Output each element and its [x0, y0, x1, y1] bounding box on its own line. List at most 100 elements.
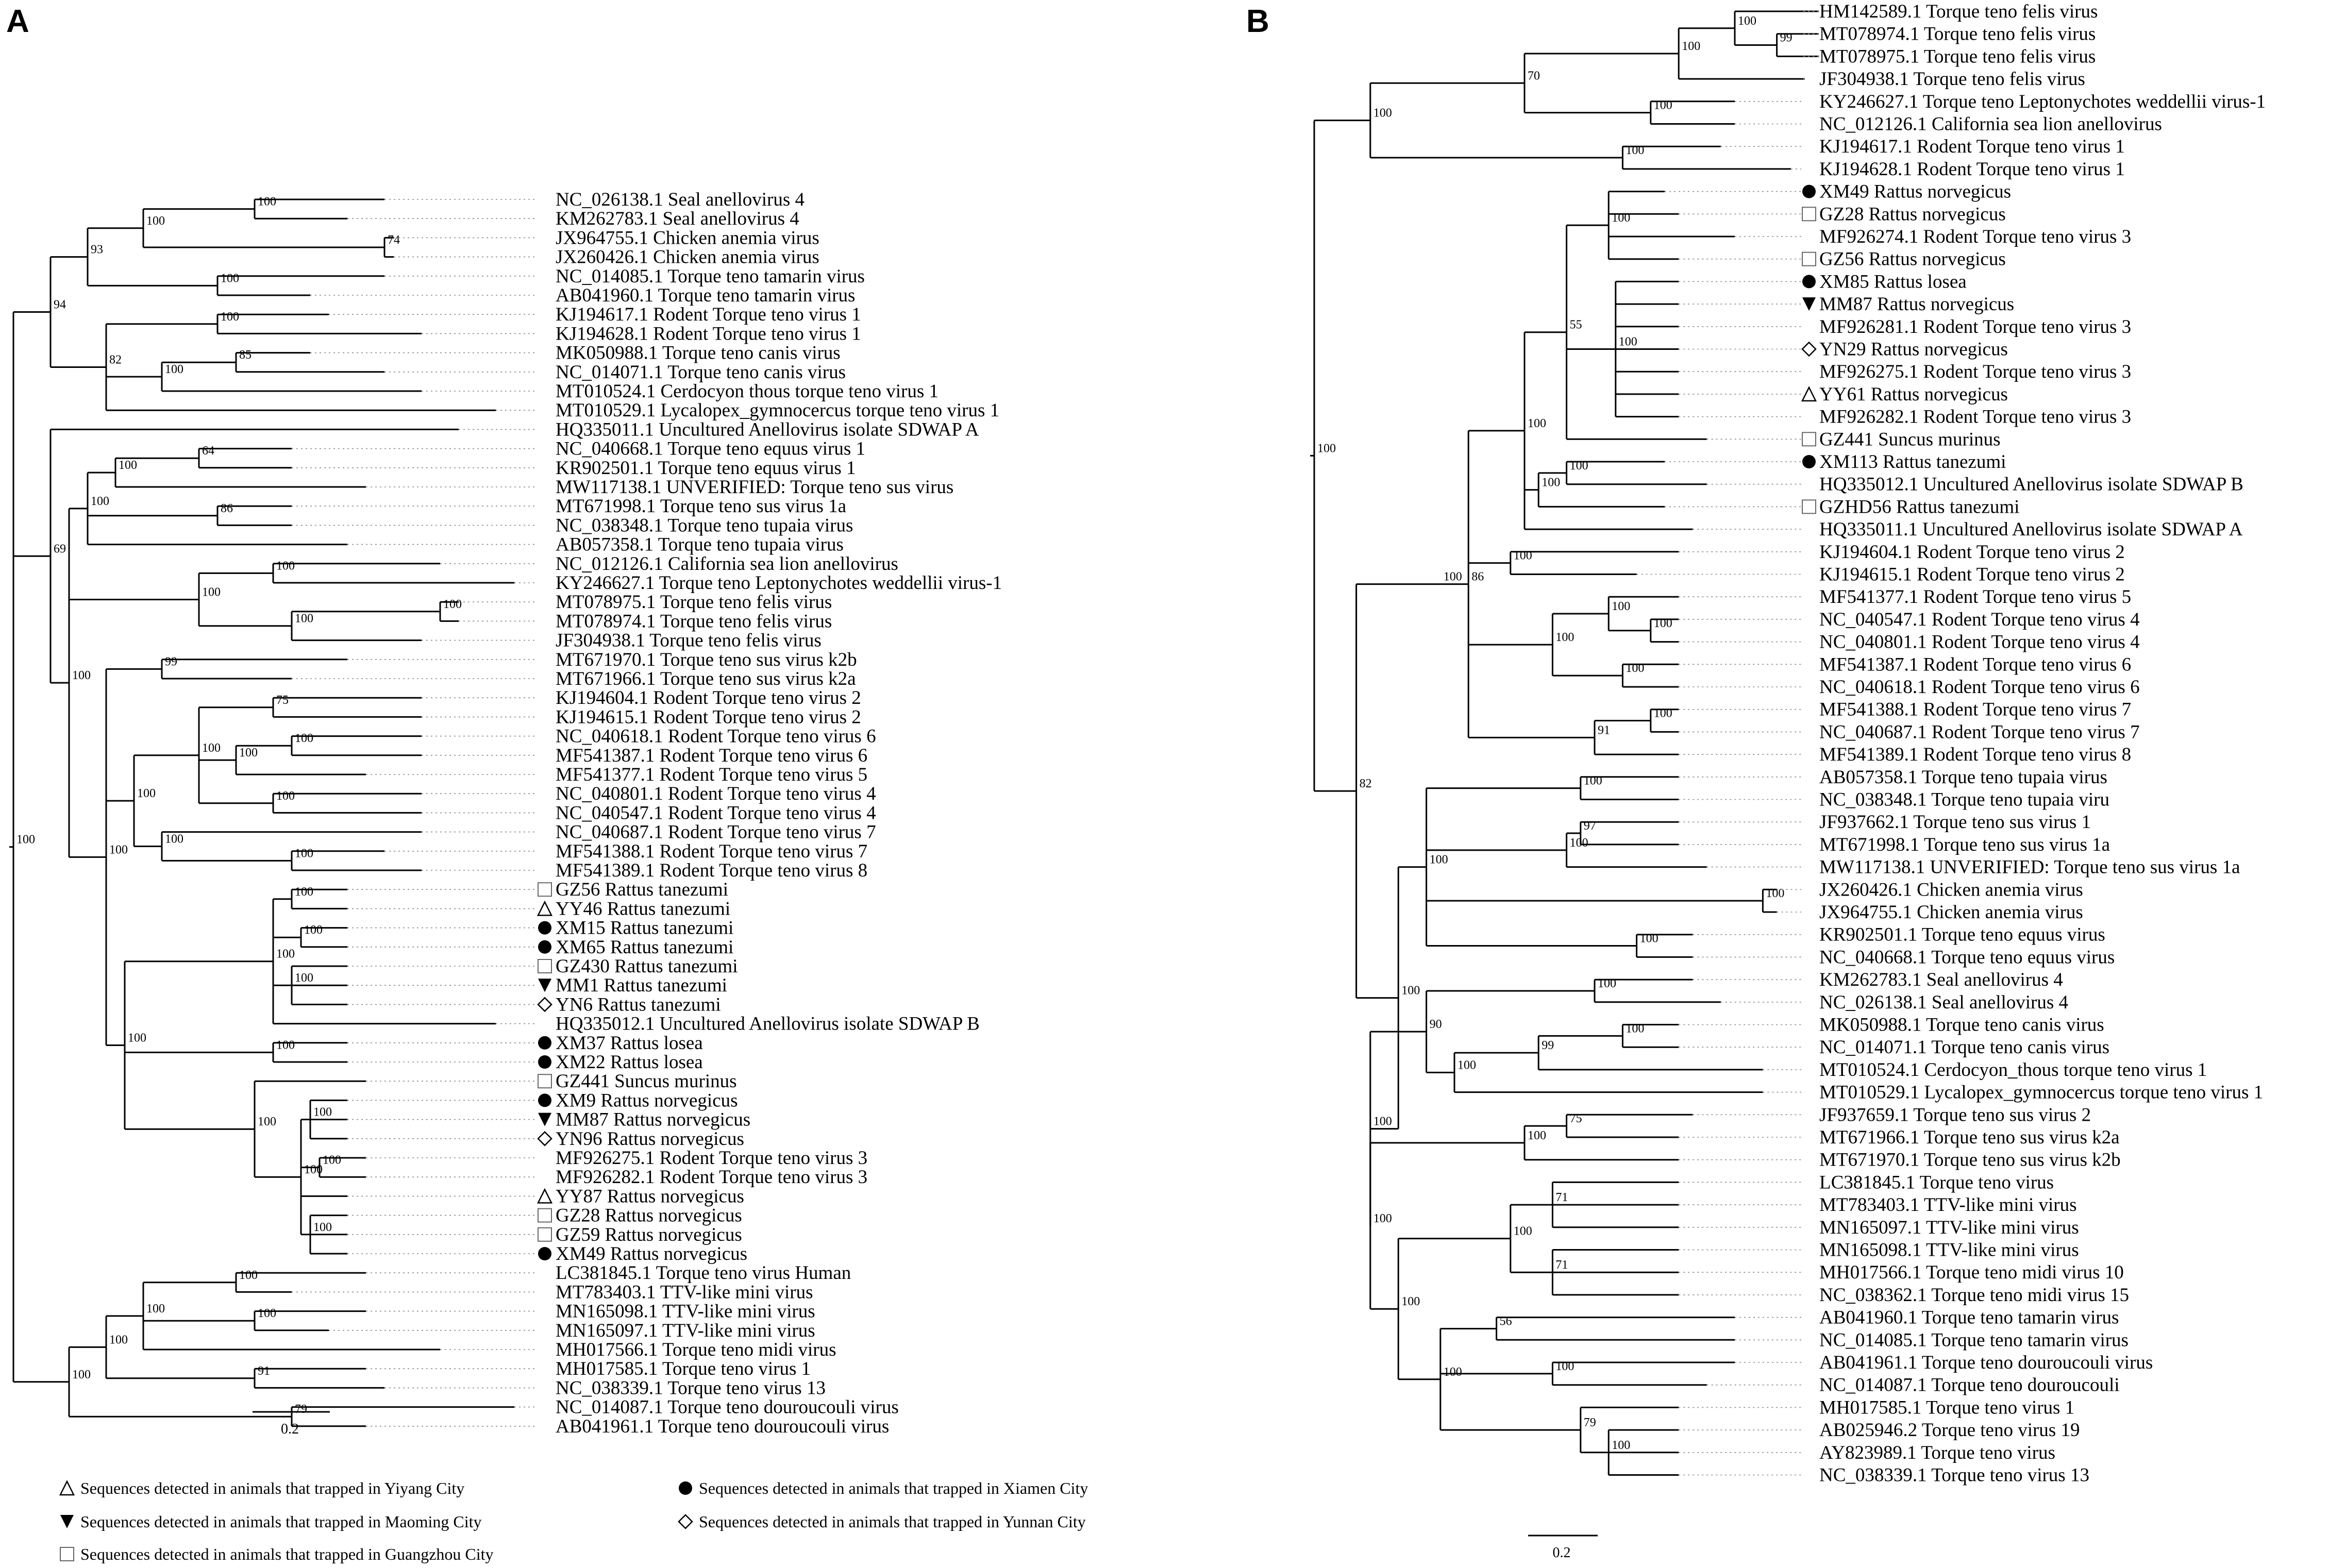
leaf-label: MN165098.1 TTV-like mini virus [1819, 1240, 2079, 1261]
leaf-label: NC_040687.1 Rodent Torque teno virus 7 [556, 822, 876, 843]
bootstrap-value: 100 [72, 669, 91, 682]
leaf-label: HQ335011.1 Uncultured Anellovirus isolat… [556, 419, 979, 440]
leaf-label: MF541389.1 Rodent Torque teno virus 8 [1819, 744, 2131, 765]
leaf-label: AB041960.1 Torque teno tamarin virus [1819, 1307, 2119, 1328]
bootstrap-value: 100 [1401, 984, 1420, 998]
bootstrap-value: 100 [1458, 1058, 1476, 1072]
leaf-label: MT783403.1 TTV-like mini virus [556, 1282, 813, 1303]
bootstrap-value: 75 [276, 694, 289, 707]
bootstrap-value: 79 [1584, 1416, 1596, 1429]
bootstrap-value: 100 [1373, 1212, 1392, 1225]
leaf-label: MT671966.1 Torque teno sus virus k2a [556, 668, 856, 689]
bootstrap-value: 100 [221, 272, 239, 285]
leaf-label: NC_026138.1 Seal anellovirus 4 [1819, 992, 2068, 1013]
leaf-label: MT010529.1 Lycalopex_gymnocercus torque … [556, 400, 999, 421]
bootstrap-value: 86 [1471, 570, 1484, 584]
leaf-label: NC_040547.1 Rodent Torque teno virus 4 [1819, 609, 2140, 630]
guangzhou-square-icon [60, 1547, 74, 1561]
leaf-label: KJ194615.1 Rodent Torque teno virus 2 [1819, 564, 2125, 585]
leaf-label: GZ56 Rattus norvegicus [1819, 249, 2006, 270]
guangzhou-square-icon [538, 1227, 552, 1242]
leaf-label: KJ194604.1 Rodent Torque teno virus 2 [1819, 542, 2125, 563]
leaf-label: MH017585.1 Torque teno virus 1 [1819, 1397, 2074, 1418]
leaf-label: MW117138.1 UNVERIFIED: Torque teno sus v… [1819, 857, 2240, 878]
bootstrap-value: 86 [221, 502, 233, 515]
maoming-inverted-triangle-icon [538, 979, 551, 992]
leaf-label: HQ335011.1 Uncultured Anellovirus isolat… [1819, 519, 2243, 540]
leaf-label: NC_014085.1 Torque teno tamarin virus [1819, 1329, 2129, 1351]
leaf-label: XM9 Rattus norvegicus [556, 1090, 738, 1111]
leaf-label: YN29 Rattus norvegicus [1819, 339, 2008, 360]
bootstrap-value: 82 [1360, 777, 1372, 790]
xiamen-circle-icon [538, 1093, 551, 1107]
bootstrap-value: 100 [295, 612, 313, 626]
bootstrap-value: 93 [91, 243, 103, 257]
bootstrap-value: 100 [165, 363, 183, 376]
leaf-label: MT671970.1 Torque teno sus virus k2b [556, 649, 857, 670]
leaf-label: MT078974.1 Torque teno felis virus [556, 611, 832, 632]
leaf-label: MK050988.1 Torque teno canis virus [1819, 1015, 2104, 1036]
bootstrap-value: 100 [258, 1307, 276, 1320]
leaf-label: KJ194615.1 Rodent Torque teno virus 2 [556, 706, 861, 728]
leaf-label: NC_040618.1 Rodent Torque teno virus 6 [556, 726, 876, 747]
leaf-label: MF541377.1 Rodent Torque teno virus 5 [1819, 586, 2131, 608]
leaf-label: NC_038348.1 Torque teno tupaia viru [1819, 789, 2109, 811]
leaf-label: NC_040547.1 Rodent Torque teno virus 4 [556, 802, 876, 823]
bootstrap-value: 94 [54, 298, 66, 312]
guangzhou-square-icon [1802, 432, 1816, 447]
bootstrap-value: 100 [1444, 1365, 1462, 1379]
bootstrap-value: 70 [1528, 69, 1540, 82]
leaf-label: JF304938.1 Torque teno felis virus [556, 630, 822, 651]
leaf-label: KJ194617.1 Rodent Torque teno virus 1 [556, 304, 861, 325]
leaf-label: KR902501.1 Torque teno equus virus 1 [556, 458, 856, 479]
leaf-label: NC_038362.1 Torque teno midi virus 15 [1819, 1285, 2129, 1306]
leaf-label: XM37 Rattus losea [556, 1033, 703, 1054]
bootstrap-value: 100 [1682, 40, 1700, 53]
leaf-label: KM262783.1 Seal anellovirus 4 [556, 208, 799, 229]
leaf-label: XM15 Rattus tanezumi [556, 918, 733, 939]
leaf-label: HQ335012.1 Uncultured Anellovirus isolat… [556, 1014, 980, 1035]
bootstrap-value: 100 [313, 1221, 332, 1234]
bootstrap-value: 100 [202, 586, 221, 599]
leaf-label: GZ441 Suncus murinus [556, 1071, 737, 1092]
bootstrap-value: 100 [295, 732, 313, 745]
leaf-label: MH017566.1 Torque teno midi virus 10 [1819, 1262, 2124, 1283]
bootstrap-value: 100 [1619, 335, 1637, 349]
leaf-label: AB041961.1 Torque teno douroucouli virus [1819, 1352, 2153, 1373]
xiamen-circle-icon [538, 940, 551, 954]
bootstrap-value: 99 [165, 655, 177, 668]
bootstrap-value: 71 [1555, 1258, 1568, 1272]
legend-entry-text: Sequences detected in animals that trapp… [80, 1545, 494, 1563]
leaf-label: YY87 Rattus norvegicus [556, 1186, 744, 1207]
leaf-label: MF926275.1 Rodent Torque teno virus 3 [1819, 361, 2131, 382]
leaf-label: MH017585.1 Torque teno virus 1 [556, 1358, 811, 1379]
leaf-label: MT078974.1 Torque teno felis virus [1819, 24, 2096, 45]
leaf-label: JX964755.1 Chicken anemia virus [1819, 902, 2083, 923]
leaf-label: NC_012126.1 California sea lion anellovi… [556, 553, 898, 575]
bootstrap-value: 90 [1430, 1018, 1442, 1031]
leaf-label: MT010524.1 Cerdocyon_thous torque teno v… [1819, 1059, 2207, 1081]
panel-a-letter: A [6, 4, 29, 39]
bootstrap-value: 100 [239, 1269, 258, 1282]
bootstrap-value: 100 [276, 559, 295, 572]
leaf-label: GZ28 Rattus norvegicus [1819, 204, 2006, 225]
xiamen-circle-icon [679, 1481, 692, 1495]
leaf-label: YN6 Rattus tanezumi [556, 994, 721, 1015]
guangzhou-square-icon [538, 959, 552, 973]
xiamen-circle-icon [1802, 275, 1816, 289]
leaf-label: KR902501.1 Torque teno equus virus [1819, 924, 2105, 946]
bootstrap-value: 91 [1598, 723, 1610, 737]
leaf-label: MM87 Rattus norvegicus [556, 1109, 750, 1131]
leaf-label: NC_026138.1 Seal anellovirus 4 [556, 189, 805, 210]
leaf-label: MT671998.1 Torque teno sus virus 1a [556, 496, 846, 517]
bootstrap-value: 100 [295, 847, 313, 860]
leaf-label: MW117138.1 UNVERIFIED: Torque teno sus v… [556, 477, 953, 498]
leaf-label: MT671998.1 Torque teno sus virus 1a [1819, 834, 2110, 855]
bootstrap-value: 100 [109, 843, 128, 856]
bootstrap-value: 99 [1542, 1039, 1554, 1052]
bootstrap-value: 100 [1373, 1115, 1392, 1128]
bootstrap-value: 100 [276, 789, 295, 803]
leaf-label: NC_012126.1 California sea lion anellovi… [1819, 114, 2162, 135]
maoming-inverted-triangle-icon [538, 1112, 551, 1126]
leaf-label: AB057358.1 Torque teno tupaia virus [1819, 767, 2107, 788]
